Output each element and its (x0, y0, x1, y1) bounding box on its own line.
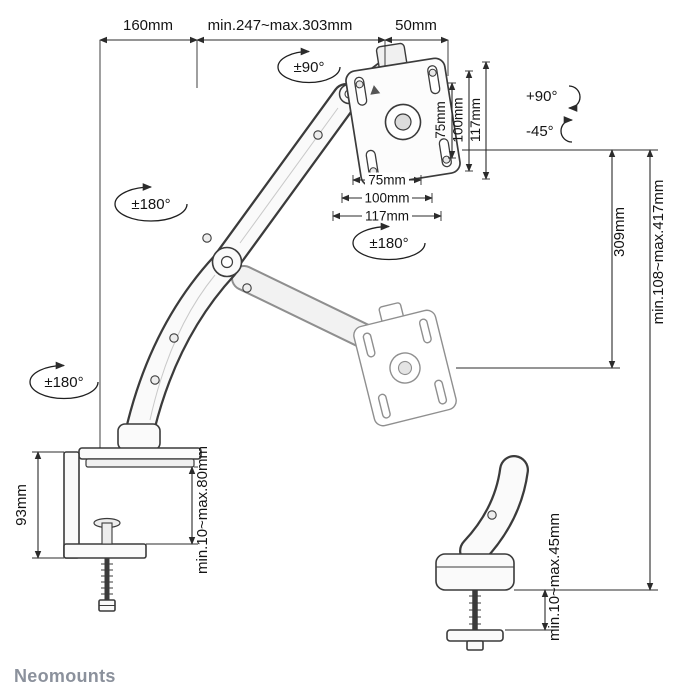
dim-label-arm-segment: 160mm (123, 17, 173, 34)
dim-label-clamp-height: 93mm (13, 484, 30, 526)
dimension-vesa-bottom: 75mm 100mm 117mm (332, 172, 442, 224)
desk-clamp (63, 447, 202, 612)
dim-label-vesa-side-100: 100mm (451, 97, 466, 142)
dimension-height: 309mm min.108~max.417mm (456, 149, 667, 591)
dim-label-vesa-bottom-100: 100mm (364, 191, 409, 206)
tilt-annotations: +90° -45° (526, 85, 581, 143)
base-column (117, 423, 161, 451)
dim-label-vesa-bottom-75: 75mm (368, 173, 406, 188)
rotation-vesa-label: ±180° (369, 235, 408, 252)
dim-label-head-offset: 50mm (395, 17, 437, 34)
up-arrow-icon (370, 85, 381, 95)
rotation-vesa: ±180° (352, 222, 426, 261)
dim-label-clamp-range: min.10~max.80mm (194, 446, 211, 574)
dimension-top: 160mm min.247~max.303mm 50mm (99, 17, 449, 448)
dim-label-arm-reach: min.247~max.303mm (208, 17, 353, 34)
rotation-base-swivel: ±180° (29, 361, 99, 400)
rotation-elbow-swivel: ±180° (114, 183, 188, 222)
tilt-down-arrow-icon (560, 116, 574, 143)
ghost-vesa-plate (353, 302, 457, 427)
tilt-up-label: +90° (526, 88, 557, 105)
ghost-arm (231, 265, 457, 427)
rotation-base-swivel-label: ±180° (44, 374, 83, 391)
dim-label-vesa-side-75: 75mm (433, 101, 448, 139)
tilt-down-label: -45° (526, 123, 554, 140)
rotation-head-swivel: ±90° (277, 47, 341, 84)
dim-label-height-range: min.108~max.417mm (650, 180, 667, 325)
gas-spring-arm (117, 58, 392, 451)
vesa-plate (345, 42, 461, 187)
rotation-elbow-swivel-label: ±180° (131, 196, 170, 213)
brand-logo: Neomounts (14, 666, 116, 686)
tilt-up-arrow-icon (567, 85, 581, 112)
dimension-clamp: 93mm min.10~max.80mm (13, 446, 211, 574)
dimension-vesa-side: 75mm 100mm 117mm (433, 61, 490, 180)
dim-label-grommet-range: min.10~max.45mm (546, 513, 563, 641)
dim-label-vertical-travel: 309mm (611, 207, 628, 257)
rotation-head-swivel-label: ±90° (294, 59, 325, 76)
dim-label-vesa-side-117: 117mm (468, 98, 483, 142)
dim-label-vesa-bottom-117: 117mm (365, 209, 409, 224)
dimension-grommet: min.10~max.45mm (505, 513, 563, 641)
grommet-mount-detail (435, 455, 529, 651)
